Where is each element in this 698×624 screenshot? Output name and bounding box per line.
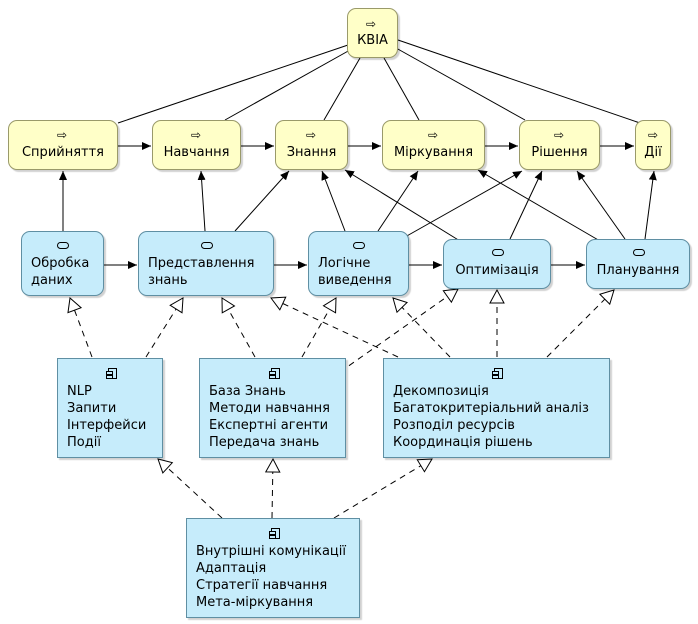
component-item: Багатокритеріальний аналіз [393,401,589,416]
component-item: Внутрішні комунікації [196,544,346,559]
process-perception[interactable]: ⇨ Сприйняття [8,120,118,170]
component-interface-list: NLP Запити Інтерфейси Події [67,383,146,451]
process-decisions-label: Рішення [531,145,588,160]
process-kvia-label: КВІА [357,33,388,48]
process-arrow-icon: ⇨ [306,128,317,142]
component-decision[interactable]: Декомпозиція Багатокритеріальний аналіз … [383,358,610,458]
realize-decision-representation [270,296,399,358]
realize-internal-knowledge [264,457,281,519]
component-item: Інтерфейси [67,418,147,433]
component-item: Стратегії навчання [196,578,328,593]
process-arrow-icon: ⇨ [554,128,565,142]
process-learning[interactable]: ⇨ Навчання [152,120,241,170]
realize-interface-representation [145,297,184,358]
component-item: Експертні агенти [209,418,329,433]
process-reasoning[interactable]: ⇨ Міркування [382,120,485,170]
component-item: База Знань [209,384,286,399]
process-arrow-icon: ⇨ [648,128,659,142]
component-icon [492,368,503,379]
component-internal-list: Внутрішні комунікації Адаптація Стратегі… [196,543,346,611]
realize-knowledge-inference [301,297,337,358]
realize-knowledge-representation [221,297,256,358]
link-planning-decisions [576,170,626,240]
process-kvia[interactable]: ⇨ КВІА [347,8,398,58]
component-item: Передача знань [209,435,320,450]
aggregation-actions-kvia [387,34,641,124]
component-item: Адаптація [196,561,267,576]
process-knowledge[interactable]: ⇨ Знання [275,120,348,170]
service-knowledge-representation[interactable]: Представлення знань [138,231,274,296]
process-arrow-icon: ⇨ [57,128,68,142]
link-planning-reasoning [477,169,601,242]
service-data-processing-line2: даних [31,273,73,288]
aggregation-learning-kvia [224,44,360,121]
service-icon [57,242,69,249]
link-inference-knowledge [321,170,346,232]
link-representation-knowledge [234,170,290,232]
service-optimization[interactable]: Оптимізація [443,239,551,289]
service-representation-line1: Представлення [148,256,255,271]
link-optimization-decisions [509,170,543,240]
link-representation-learning [197,170,206,232]
process-learning-label: Навчання [163,145,230,160]
component-item: Координація рішень [393,435,533,450]
component-item: Запити [67,401,117,416]
service-planning-label: Планування [596,263,680,278]
component-item: Мета-міркування [196,595,314,610]
component-decision-list: Декомпозиція Багатокритеріальний аналіз … [393,383,589,451]
component-knowledge[interactable]: База Знань Методи навчання Експертні аге… [199,358,346,458]
process-reasoning-label: Міркування [393,145,474,160]
component-item: Декомпозиція [393,384,489,399]
process-arrow-icon: ⇨ [191,128,202,142]
process-knowledge-label: Знання [286,145,337,160]
aggregation-knowledge-kvia [323,48,366,121]
component-icon [106,368,117,379]
process-actions-label: Дії [644,145,662,160]
service-optimization-label: Оптимізація [455,263,539,278]
component-icon [269,528,280,539]
component-item: Методи навчання [209,401,330,416]
service-inference-line2: виведення [318,273,392,288]
component-item: Розподіл ресурсів [393,418,515,433]
service-inference-line1: Логічне [318,256,371,271]
service-data-processing[interactable]: Обробка даних [21,231,104,296]
realize-decision-inference [392,297,451,358]
service-icon [633,249,645,256]
link-optimization-knowledge [344,169,461,242]
aggregation-decisions-kvia [386,42,526,121]
realize-interface-data [67,297,93,358]
process-decisions[interactable]: ⇨ Рішення [519,120,600,170]
component-interface[interactable]: NLP Запити Інтерфейси Події [57,358,163,458]
process-actions[interactable]: ⇨ Дії [635,120,671,170]
component-item: Події [67,435,101,450]
process-arrow-icon: ⇨ [428,128,439,142]
link-inference-reasoning [377,170,419,232]
realization-lines [67,288,615,519]
aggregation-lines [117,34,641,124]
service-icon [353,242,365,249]
link-inference-decisions [404,170,523,238]
aggregation-perception-kvia [117,39,359,124]
aggregation-reasoning-kvia [378,48,420,121]
realize-knowledge-optimization [339,288,459,373]
component-item: NLP [67,384,92,399]
link-planning-actions [644,170,657,240]
service-planning[interactable]: Планування [586,239,690,289]
realize-internal-interface [157,458,223,519]
service-icon [492,249,504,256]
process-arrow-icon: ⇨ [366,17,377,31]
service-process-links [59,169,657,242]
component-knowledge-list: База Знань Методи навчання Експертні аге… [209,383,330,451]
realize-decision-planning [546,289,615,358]
realize-internal-decision [333,458,433,519]
process-perception-label: Сприйняття [21,145,104,160]
service-logical-inference[interactable]: Логічне виведення [308,231,409,296]
service-data-processing-line1: Обробка [31,256,90,271]
component-icon [269,368,280,379]
component-internal[interactable]: Внутрішні комунікації Адаптація Стратегі… [186,518,360,618]
service-representation-line2: знань [148,273,188,288]
service-icon [201,242,213,249]
